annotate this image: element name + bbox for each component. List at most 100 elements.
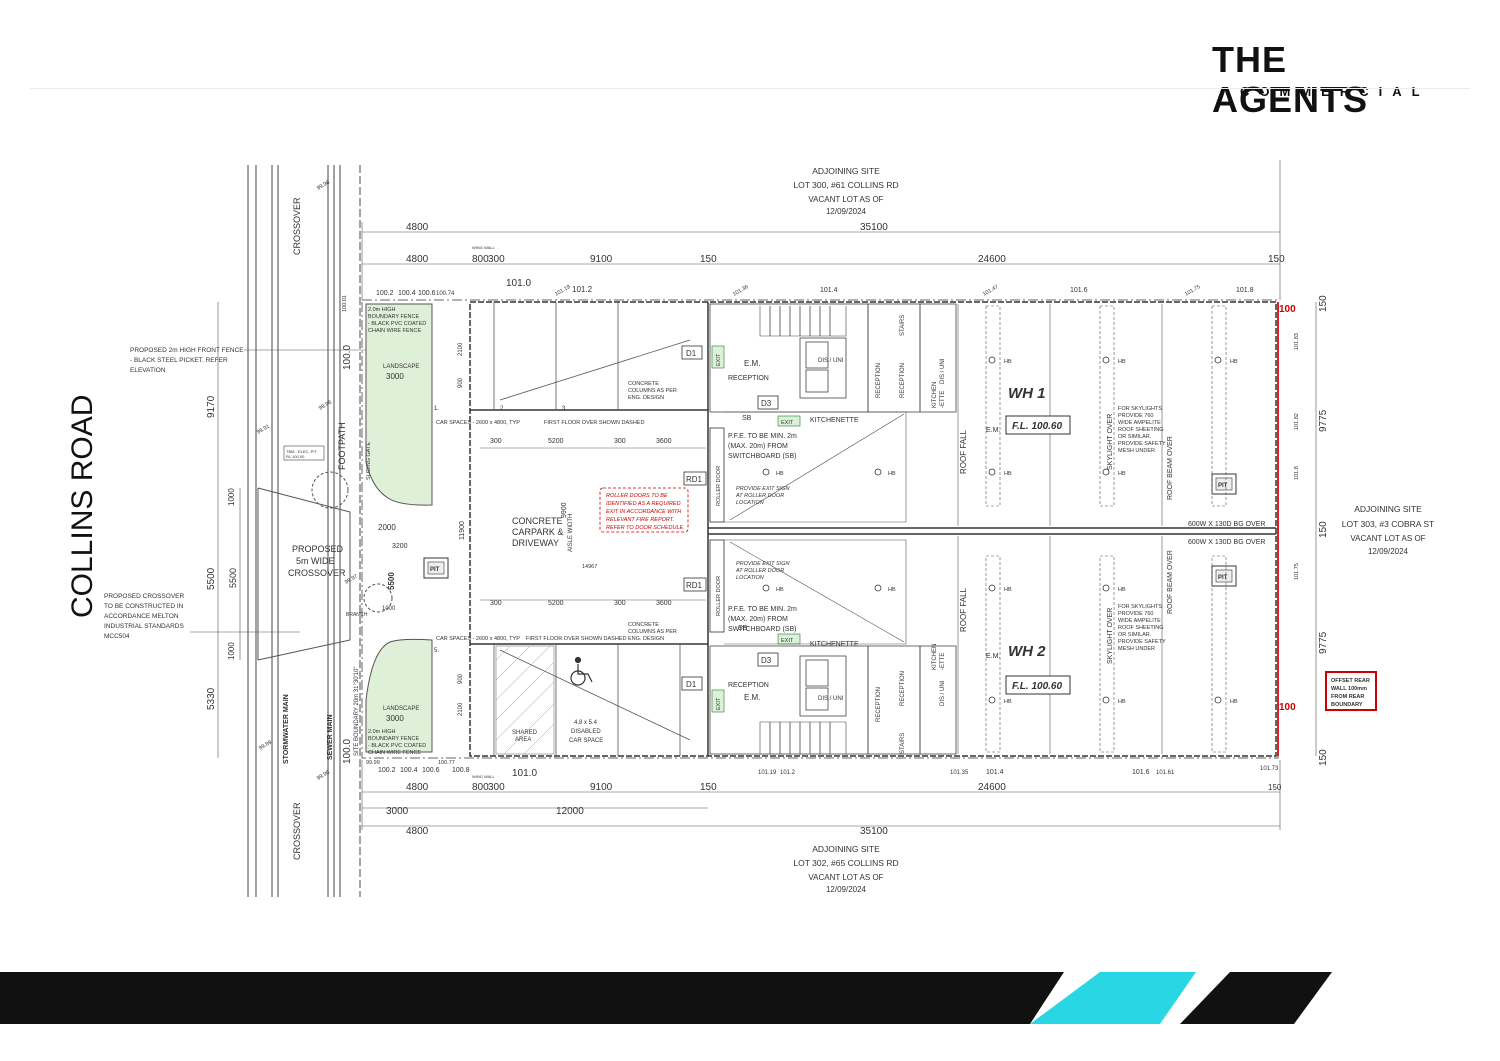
sewer-label: SEWER MAIN bbox=[327, 715, 334, 761]
svg-text:MESH UNDER: MESH UNDER bbox=[1118, 646, 1155, 652]
exit-sign-note-bottom: PROVIDE EXIT SIGN AT ROLLER DOOR LOCATIO… bbox=[735, 561, 790, 581]
svg-text:RECEPTION: RECEPTION bbox=[728, 375, 769, 382]
svg-text:101.61: 101.61 bbox=[1156, 770, 1175, 776]
brand-sub: COMMERCIAL bbox=[1240, 84, 1430, 99]
svg-text:PROVIDE 760: PROVIDE 760 bbox=[1118, 413, 1153, 419]
svg-text:9170: 9170 bbox=[206, 395, 217, 418]
site-boundary bbox=[361, 299, 1279, 759]
svg-text:99.98: 99.98 bbox=[316, 180, 331, 192]
svg-text:ADJOINING SITE: ADJOINING SITE bbox=[1354, 504, 1422, 514]
footer-cyan-stripe bbox=[1030, 972, 1196, 1024]
svg-text:LANDSCAPE: LANDSCAPE bbox=[383, 706, 419, 712]
svg-text:101.47: 101.47 bbox=[982, 284, 1000, 298]
svg-text:PROPOSED 2m HIGH FRONT FENCE: PROPOSED 2m HIGH FRONT FENCE bbox=[130, 347, 244, 354]
svg-text:101.6: 101.6 bbox=[1132, 769, 1150, 776]
svg-text:HB: HB bbox=[1004, 359, 1012, 365]
boundary-fence-note-top: 2.0m HIGH BOUNDARY FENCE - BLACK PVC COA… bbox=[368, 307, 426, 334]
columns-note-top: CONCRETE COLUMNS AS PER ENG. DESIGN bbox=[628, 381, 677, 401]
svg-text:101.36: 101.36 bbox=[732, 284, 750, 298]
svg-text:KITCHENETTE: KITCHENETTE bbox=[810, 641, 859, 648]
svg-text:300: 300 bbox=[490, 438, 502, 445]
svg-text:SWITCHBOARD (SB): SWITCHBOARD (SB) bbox=[728, 626, 796, 633]
svg-text:14967: 14967 bbox=[582, 564, 597, 570]
car-spaces-note-bottom: CAR SPACES - 2600 x 4800, TYP bbox=[436, 636, 520, 642]
dimension-lines bbox=[217, 160, 1317, 830]
svg-text:STAIRS: STAIRS bbox=[900, 733, 906, 754]
svg-text:E.M.: E.M. bbox=[744, 359, 760, 368]
svg-text:MESH UNDER: MESH UNDER bbox=[1118, 448, 1155, 454]
svg-text:LANDSCAPE: LANDSCAPE bbox=[383, 364, 419, 370]
svg-text:3600: 3600 bbox=[656, 438, 672, 445]
proposed-crossover-note: PROPOSED 5m WIDE CROSSOVER bbox=[288, 544, 346, 578]
svg-text:300: 300 bbox=[614, 438, 626, 445]
hb-points bbox=[762, 356, 1222, 704]
svg-text:LOT 300, #61 COLLINS RD: LOT 300, #61 COLLINS RD bbox=[793, 180, 898, 190]
office-block-bottom bbox=[709, 645, 957, 755]
svg-text:99.95: 99.95 bbox=[316, 770, 331, 782]
pit-carpark: PIT bbox=[423, 557, 449, 579]
svg-text:24600: 24600 bbox=[978, 254, 1006, 265]
pit-wh2: PIT bbox=[1211, 565, 1237, 587]
svg-text:PROVIDE EXIT SIGN: PROVIDE EXIT SIGN bbox=[736, 561, 790, 567]
svg-text:300: 300 bbox=[490, 600, 502, 607]
brand-logo: THE AGENTS COMMERCIAL bbox=[1212, 40, 1452, 120]
svg-text:ENG. DESIGN: ENG. DESIGN bbox=[628, 636, 664, 642]
svg-text:HB: HB bbox=[1118, 587, 1126, 593]
bg-over-labels: 600W X 130D BG OVER 600W X 130D BG OVER bbox=[1188, 521, 1265, 546]
svg-text:BOUNDARY: BOUNDARY bbox=[1331, 702, 1363, 708]
offset-note-box bbox=[1325, 671, 1377, 711]
svg-text:4800: 4800 bbox=[406, 826, 429, 837]
svg-text:FOR SKYLIGHTS: FOR SKYLIGHTS bbox=[1118, 406, 1162, 412]
roller-door-note-box bbox=[599, 487, 689, 533]
top-row-dims: 4800 800 300 9100 150 24600 150 bbox=[406, 254, 1285, 265]
footer-black-stripe bbox=[1180, 972, 1332, 1024]
svg-text:101.73: 101.73 bbox=[1260, 766, 1279, 772]
svg-text:EXIT: EXIT bbox=[716, 353, 722, 366]
svg-text:101.0: 101.0 bbox=[506, 278, 531, 289]
svg-text:ROOF BEAM OVER: ROOF BEAM OVER bbox=[1167, 550, 1174, 614]
svg-text:CONCRETE: CONCRETE bbox=[512, 516, 563, 526]
svg-text:F.L. 100.60: F.L. 100.60 bbox=[1012, 681, 1062, 692]
svg-text:WIDE AMPELITE: WIDE AMPELITE bbox=[1118, 420, 1161, 426]
svg-text:E.M.: E.M. bbox=[986, 427, 1000, 434]
skylights bbox=[985, 305, 1227, 753]
svg-text:300: 300 bbox=[614, 600, 626, 607]
spot-levels-right: 101.83 101.82 101.8 101.75 bbox=[1294, 333, 1300, 580]
svg-text:OR SIMILAR.: OR SIMILAR. bbox=[1118, 434, 1152, 440]
svg-text:3600: 3600 bbox=[656, 600, 672, 607]
svg-text:EXIT: EXIT bbox=[716, 697, 722, 710]
svg-text:101.8: 101.8 bbox=[1294, 466, 1300, 480]
svg-text:100.01: 100.01 bbox=[342, 295, 348, 312]
svg-text:HB: HB bbox=[776, 471, 784, 477]
svg-text:100.6: 100.6 bbox=[418, 290, 436, 297]
svg-text:RELEVANT FIRE REPORT.: RELEVANT FIRE REPORT. bbox=[606, 517, 674, 523]
svg-text:101.4: 101.4 bbox=[986, 769, 1004, 776]
svg-text:9100: 9100 bbox=[590, 254, 613, 265]
svg-text:ROLLER DOOR: ROLLER DOOR bbox=[716, 466, 722, 506]
svg-text:150: 150 bbox=[700, 782, 717, 793]
svg-text:HB: HB bbox=[1118, 359, 1126, 365]
svg-text:2100: 2100 bbox=[458, 342, 464, 356]
svg-text:101.0: 101.0 bbox=[512, 768, 537, 779]
roller-door-note: ROLLER DOORS TO BE IDENTIFIED AS A REQUI… bbox=[606, 493, 685, 531]
hb-labels: HB HB HB HB HB HB HB HB HB HB HB HB HB H… bbox=[776, 359, 1238, 705]
concrete-label: CONCRETE CARPARK & DRIVEWAY bbox=[512, 516, 563, 548]
svg-text:P.F.E. TO BE MIN. 2m: P.F.E. TO BE MIN. 2m bbox=[728, 433, 797, 440]
roller-doors: ROLLER DOOR ROLLER DOOR bbox=[709, 427, 725, 633]
svg-text:HB: HB bbox=[1004, 471, 1012, 477]
svg-text:EXIT IN ACCORDANCE WITH: EXIT IN ACCORDANCE WITH bbox=[606, 509, 681, 515]
svg-text:WH 1: WH 1 bbox=[1008, 385, 1046, 402]
site-boundary-label: SITE BOUNDARY 20m 31°30'10" bbox=[354, 667, 360, 757]
svg-text:100.6: 100.6 bbox=[422, 767, 440, 774]
svg-text:9900: 9900 bbox=[561, 502, 568, 518]
svg-text:IDENTIFIED AS A REQUIRED: IDENTIFIED AS A REQUIRED bbox=[606, 501, 681, 507]
svg-text:150: 150 bbox=[1318, 749, 1329, 766]
svg-text:5500: 5500 bbox=[206, 567, 217, 590]
exit-sign-note-top: PROVIDE EXIT SIGN AT ROLLER DOOR LOCATIO… bbox=[735, 486, 790, 506]
svg-text:900: 900 bbox=[458, 673, 464, 684]
svg-text:ROLLER DOORS TO BE: ROLLER DOORS TO BE bbox=[606, 493, 668, 499]
crossover-top-label: CROSSOVER bbox=[292, 197, 302, 255]
svg-text:24600: 24600 bbox=[978, 782, 1006, 793]
shared-area-label: SHARED AREA bbox=[512, 730, 538, 743]
svg-text:101.4: 101.4 bbox=[820, 287, 838, 294]
